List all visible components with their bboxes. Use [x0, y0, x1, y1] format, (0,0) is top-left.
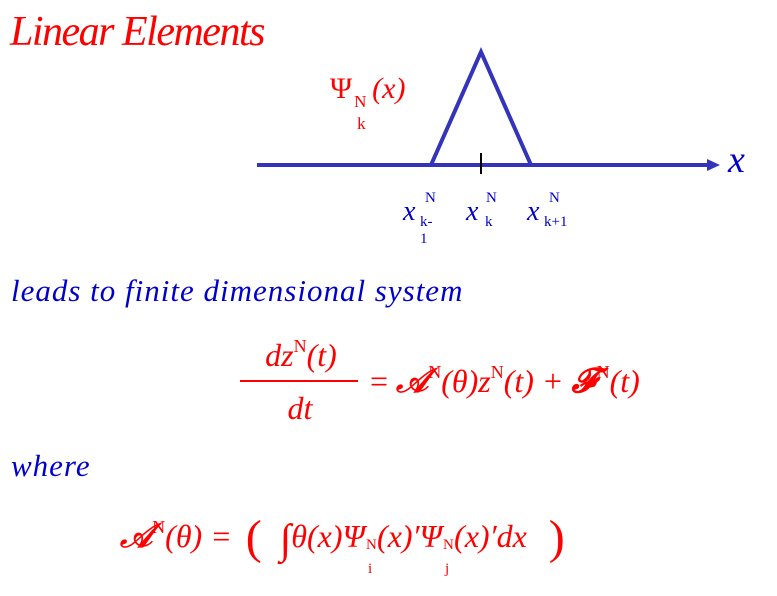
hat-function-diagram	[257, 47, 720, 174]
integral-sign: ∫	[279, 517, 292, 563]
equation-operator-definition: 𝒜N(θ) = ( ∫θ(x)Ψ N i (x)′Ψ N j (x)′dx )	[120, 511, 565, 577]
open-paren: (	[245, 511, 262, 564]
hat-function-triangle	[429, 47, 533, 166]
node-label-k: x N k	[466, 190, 497, 230]
node-base: x	[403, 196, 416, 227]
slide-title: Linear Elements	[10, 9, 265, 55]
phrase-where: where	[11, 448, 91, 483]
phrase-finite-system: leads to finite dimensional system	[11, 273, 464, 308]
node-sub: k-1	[420, 214, 433, 247]
node-label-k-minus-1: x N k-1	[403, 190, 436, 247]
psi-arg: (x)	[372, 72, 406, 105]
psi-symbol: Ψ	[330, 72, 353, 105]
psi-sub: k	[357, 114, 366, 133]
node-sup: N	[486, 190, 497, 206]
node-sup: N	[425, 190, 436, 206]
operator-symbol: 𝒜	[120, 516, 153, 556]
equation-rhs: = 𝒜N(θ)zN(t) + 𝓕N(t)	[370, 361, 640, 401]
node-label-k-plus-1: x N k+1	[527, 190, 567, 230]
node-base: x	[466, 196, 479, 227]
axis-label-x: x	[728, 139, 745, 181]
fraction-denominator: dt	[287, 390, 313, 426]
fraction-bar	[240, 380, 358, 382]
fraction-numerator: dzN(t)	[265, 336, 337, 373]
axis-arrowhead	[707, 159, 720, 171]
basis-function-label: Ψ N k (x)	[330, 72, 406, 133]
node-sup: N	[549, 190, 560, 206]
close-paren: )	[548, 511, 565, 564]
node-sub: k+1	[544, 214, 568, 230]
psi-sup: N	[354, 92, 367, 111]
node-sub: k	[485, 214, 493, 230]
node-base: x	[527, 196, 540, 227]
